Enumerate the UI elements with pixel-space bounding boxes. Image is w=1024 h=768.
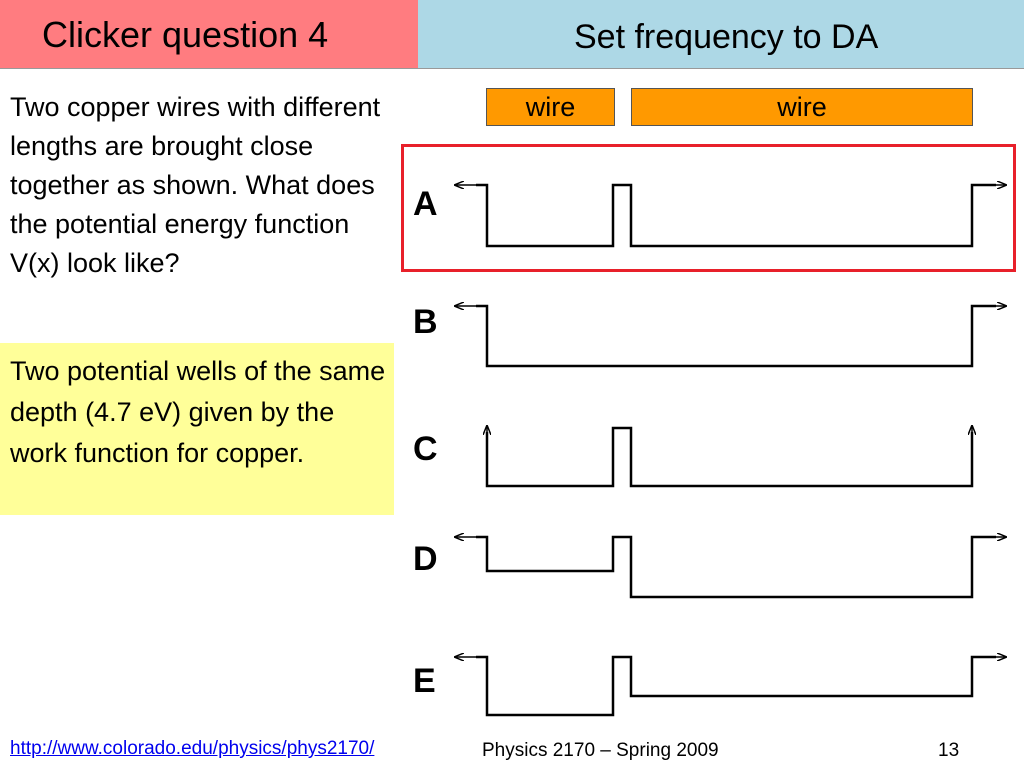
option-label-e: E bbox=[413, 662, 436, 700]
option-label-d: D bbox=[413, 540, 438, 578]
wire-label-long: wire bbox=[631, 88, 973, 126]
answer-box: Two potential wells of the same depth (4… bbox=[0, 343, 394, 515]
page-number: 13 bbox=[938, 740, 960, 761]
option-label-b: B bbox=[413, 303, 438, 341]
course-footer: Physics 2170 – Spring 2009 bbox=[482, 740, 719, 761]
slide-subtitle: Set frequency to DA bbox=[574, 18, 879, 56]
potential-curve-c bbox=[487, 426, 972, 488]
option-label-a: A bbox=[413, 185, 438, 223]
title-banner: Clicker question 4 bbox=[0, 0, 419, 69]
potential-curve-d bbox=[455, 537, 1006, 599]
answer-text: Two potential wells of the same depth (4… bbox=[10, 356, 386, 468]
potential-curve-a bbox=[455, 185, 1006, 248]
subtitle-banner: Set frequency to DA bbox=[418, 0, 1024, 69]
potential-curve-e bbox=[455, 657, 1006, 717]
option-label-c: C bbox=[413, 430, 438, 468]
slide-title: Clicker question 4 bbox=[42, 14, 329, 55]
course-url-link[interactable]: http://www.colorado.edu/physics/phys2170… bbox=[10, 738, 375, 759]
potential-curve-b bbox=[455, 306, 1006, 368]
question-text: Two copper wires with different lengths … bbox=[10, 92, 381, 278]
wire-label-short: wire bbox=[486, 88, 615, 126]
correct-answer-highlight bbox=[401, 144, 1016, 272]
